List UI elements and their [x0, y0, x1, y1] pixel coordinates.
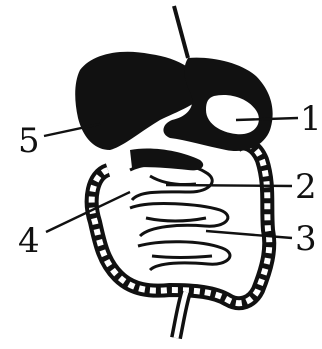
small-intestine: [130, 163, 230, 270]
label-1: 1: [300, 99, 322, 139]
esophagus: [174, 6, 188, 58]
pancreas: [130, 148, 203, 170]
label-5: 5: [18, 121, 40, 161]
label-3: 3: [295, 219, 317, 259]
leader-line-3: [206, 231, 292, 238]
leader-line-2: [166, 185, 292, 186]
label-2: 2: [295, 167, 317, 207]
label-4: 4: [18, 221, 40, 261]
